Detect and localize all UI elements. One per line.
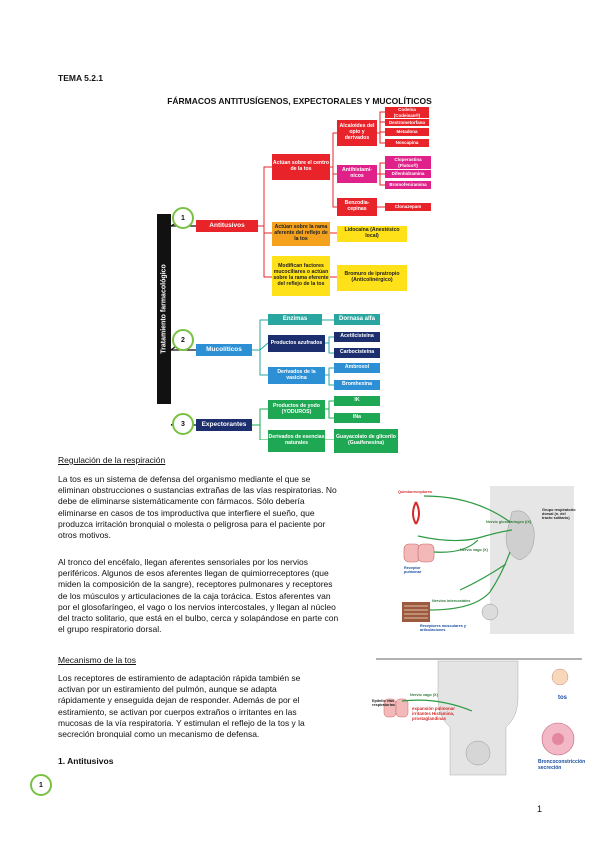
label-receptor-pulmonar: Receptor pulmonar [404, 566, 422, 575]
label-quimiorreceptores: Quimiorreceptores [398, 490, 432, 494]
circle-3: 3 [172, 413, 194, 435]
text-line: eliminarse en casos de tos improductiva … [58, 507, 315, 518]
regulacion-paragraph-2: Al tronco del encéfalo, llegan aferentes… [58, 557, 386, 635]
ina-box: INa [334, 413, 380, 423]
label-epitelio: Epitelio vías respiratorias [372, 699, 396, 708]
regulacion-heading: Regulación de la respiración [58, 455, 166, 465]
antitusivos-box: Antitusivos [196, 220, 258, 232]
text-line: Al tronco del encéfalo, llegan aferentes… [58, 557, 308, 567]
clonazepam-box: Clonazepam [385, 203, 431, 211]
text-line: por el glosofaríngeo, el vago o los nerv… [58, 601, 336, 612]
mecanismo-paragraph: Los receptores de estiramiento de adapta… [58, 673, 362, 740]
text-line: el grupo respiratorio dorsal. [58, 624, 162, 635]
vertical-bar [157, 214, 171, 404]
text-line: La tos es un sistema de defensa del orga… [58, 474, 311, 484]
codeina-box: Codeína (Codeisan®) [385, 107, 429, 118]
centro-tos-box: Actúan sobre el centro de la tos [272, 154, 330, 180]
text-line: miden la composición de la sangre), rece… [58, 579, 333, 590]
text-line: secreción bronquial como un mecanismo de… [58, 729, 260, 740]
expectorantes-box: Expectorantes [196, 419, 252, 431]
difenhidramina-box: Difenhidramina [385, 170, 431, 178]
noscapina-box: Noscapina [385, 139, 429, 147]
label-tos: tos [558, 695, 567, 701]
bottom-circle-number: 1 [30, 774, 52, 796]
text-line: de los músculos y articulaciones de la c… [58, 590, 331, 601]
cough-mechanism-figure: Epitelio vías respiratorias Nervio vago … [368, 657, 586, 777]
text-line: otros motivos. [58, 530, 111, 541]
dornasa-box: Dornasa alfa [334, 314, 380, 325]
respiration-regulation-figure: Quimiorreceptores Nervio glosofaríngeo (… [394, 484, 576, 636]
circle-2: 2 [172, 329, 194, 351]
label-nervio-vago: Nervio vago (X) [460, 548, 488, 552]
lidocaina-box: Lidocaína (Anestésico local) [337, 226, 407, 242]
regulation-illustration [402, 486, 574, 634]
label-estimulos: expansión pulmonar irritantes Histamina,… [412, 706, 455, 721]
acetilcisteina-box: Acetilcisteína [334, 332, 380, 342]
ik-box: IK [334, 396, 380, 406]
ipratropio-box: Bromuro de ipratropio (Anticolinérgico) [337, 265, 407, 291]
text-line: del tracto solitario, que está en el bul… [58, 613, 339, 624]
factores-mucociliares-box: Modifican factores mucociliares o actúan… [272, 256, 330, 296]
alcaloides-box: Alcaloides del opio y derivados [337, 120, 377, 146]
text-line: periféricos. Algunos de esos aferentes l… [58, 568, 329, 579]
regulacion-paragraph-1: La tos es un sistema de defensa del orga… [58, 474, 386, 541]
antihistaminicos-box: Antihistamí-nicos [337, 165, 377, 183]
text-line: produzca irritación bronquial o molesta … [58, 518, 326, 529]
circle-1: 1 [172, 207, 194, 229]
mecanismo-heading: Mecanismo de la tos [58, 655, 136, 665]
enzimas-box: Enzimas [268, 314, 322, 325]
label-grupo-dorsal: Grupo respiratorio dorsal (n. del tracto… [542, 508, 576, 521]
label-receptores-musculares: Receptores musculares y articulaciones [420, 624, 467, 633]
label-intercostales: Nervios intercostales [432, 599, 471, 603]
vertical-label: Tratamiento farmacológico [160, 264, 168, 354]
page-title: FÁRMACOS ANTITUSÍGENOS, EXPECTORALES Y M… [167, 96, 432, 106]
label-broncoconstriccion: Broncoconstricción secreción [538, 759, 586, 771]
vasicina-box: Derivados de la vasicina [268, 367, 325, 384]
text-line: Los receptores de estiramiento de adapta… [58, 673, 301, 683]
benzodiacepinas-box: Benzodia-cepinas [337, 198, 377, 216]
label-nervio-vago-2: Nervio vago (X) [410, 693, 438, 697]
metadona-box: Metadona [385, 128, 429, 136]
azufrados-box: Productos azufrados [268, 335, 325, 352]
esencias-box: Derivados de esencias naturales [268, 430, 325, 452]
page-number: 1 [537, 804, 543, 814]
cough-illustration [376, 658, 582, 776]
text-line: mucosas de la vía respiratoria. Y estimu… [58, 717, 305, 728]
bromofeniramina-box: Bromofeniramina [385, 181, 431, 189]
text-line: eliminan obstrucciones o sustancias extr… [58, 485, 337, 496]
guayacolato-box: Guayacolato de glicerilo (Guaifenesina) [334, 429, 398, 453]
bromhexina-box: Bromhexina [334, 380, 380, 390]
ambroxol-box: Ambroxol [334, 363, 380, 373]
carbocisteina-box: Carbocisteína [334, 348, 380, 358]
cloperastina-box: Cloperastina (Flutox®) [385, 156, 431, 169]
rama-aferente-box: Actúan sobre la rama aferente del reflej… [272, 222, 330, 246]
text-line: estiramiento, se activan por cuerpos ext… [58, 706, 297, 717]
text-line: rápidamente y enseguida dejan de respond… [58, 695, 300, 706]
dextrometorfano-box: Dextrometorfano [385, 119, 429, 126]
mucoliticos-box: Mucolíticos [196, 344, 252, 356]
text-line: activan por un estiramiento del pulmón, … [58, 684, 277, 695]
tema-label: TEMA 5.2.1 [58, 73, 104, 83]
text-line: debe de eliminarse sistemáticamente con … [58, 496, 305, 507]
section-antitusivos-heading: 1. Antitusivos [58, 756, 114, 766]
yodo-box: Productos de yodo (YODUROS) [268, 400, 325, 419]
label-glosofaringeo: Nervio glosofaríngeo (IX) [486, 520, 532, 524]
